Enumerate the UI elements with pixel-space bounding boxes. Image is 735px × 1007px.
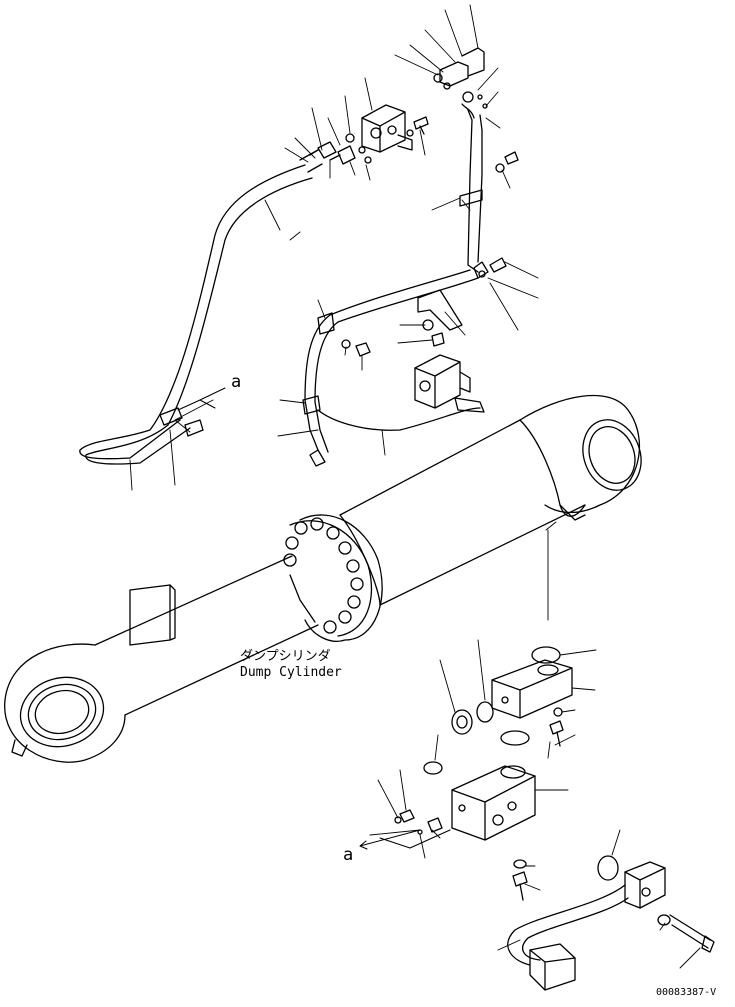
- hoses: [80, 104, 484, 466]
- return-pipe: [508, 862, 714, 990]
- flange-bolts: [284, 518, 363, 633]
- diagram-title-en: Dump Cylinder: [240, 665, 342, 680]
- callout-a-arrows: [178, 388, 450, 849]
- leader-lines: [130, 5, 700, 968]
- upper-valve-assembly: [310, 48, 518, 278]
- callout-a-label-top: a: [231, 372, 242, 392]
- lower-valve-assembly: [395, 647, 618, 900]
- callout-a-label-bottom: a: [343, 845, 354, 865]
- drawing-code: 00083387-V: [656, 987, 717, 998]
- dump-cylinder: [5, 396, 651, 763]
- solenoid-valve: [415, 355, 470, 408]
- diagram-title-jp: ダンプシリンダ: [240, 649, 331, 664]
